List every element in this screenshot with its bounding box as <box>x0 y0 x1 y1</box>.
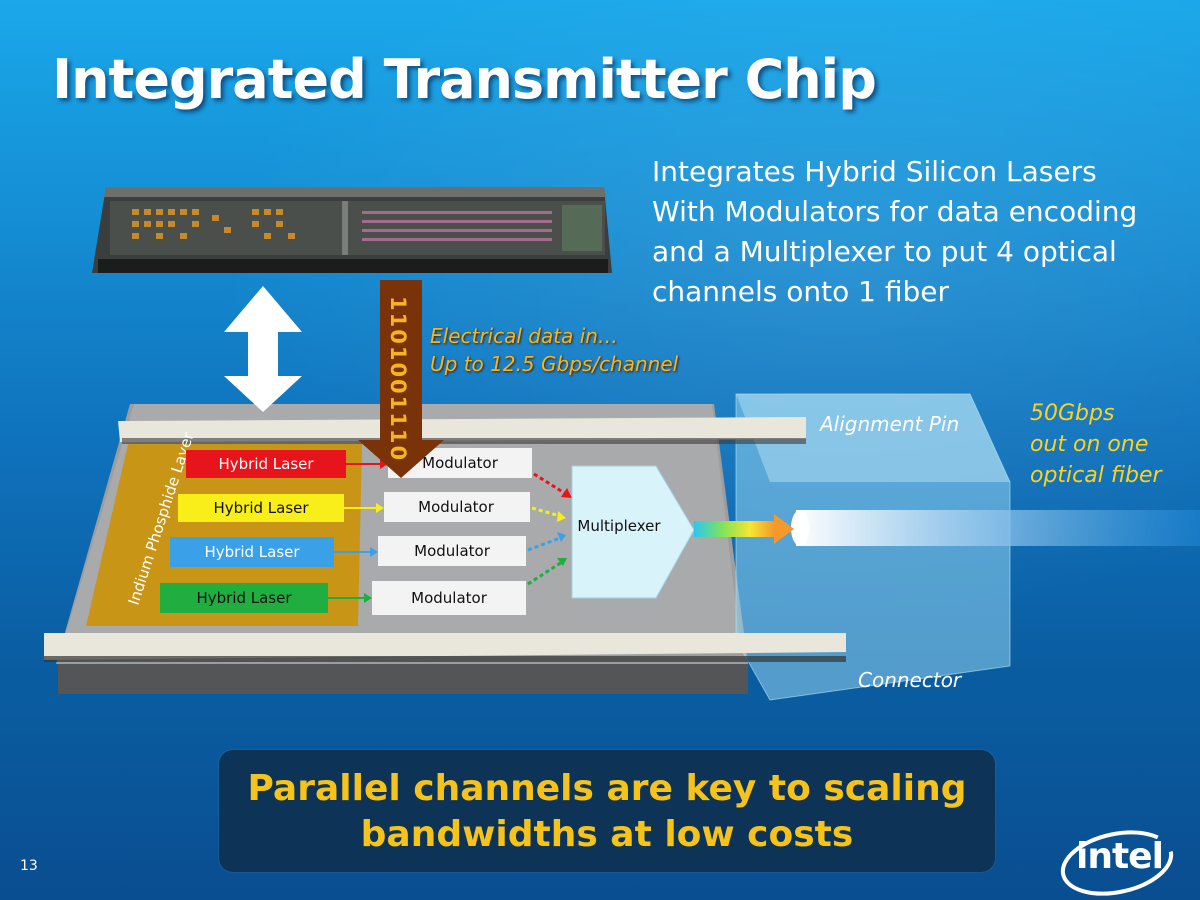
chip-photo <box>92 187 612 273</box>
fiber-end <box>791 510 809 546</box>
modulator-label: Modulator <box>414 542 491 560</box>
modulator-2 <box>384 492 530 522</box>
hybrid-laser-2 <box>178 494 344 522</box>
modulator-4 <box>372 581 526 615</box>
electrical-line: Electrical data in… <box>430 324 618 348</box>
description-line: channels onto 1 fiber <box>652 275 950 308</box>
hybrid-laser-label: Hybrid Laser <box>218 455 314 473</box>
double-arrow <box>224 286 302 412</box>
modulator-3 <box>378 536 526 566</box>
mux-arrowhead <box>557 558 567 566</box>
mux-arrowhead <box>557 532 566 542</box>
hybrid-laser-4 <box>160 583 328 613</box>
output-line: 50Gbps <box>1030 401 1115 426</box>
laser-arrows <box>328 459 388 603</box>
mux-arrowhead <box>561 488 572 498</box>
hybrid-laser-label: Hybrid Laser <box>213 499 309 517</box>
hybrid-laser-3 <box>170 537 334 567</box>
multiplexer-label: Multiplexer <box>577 517 661 535</box>
connector-top <box>736 394 1010 482</box>
data-bits: 1101001110 <box>386 296 410 463</box>
intel-logo: intel <box>1076 836 1164 877</box>
description-line: With Modulators for data encoding <box>652 195 1138 228</box>
modulator-label: Modulator <box>422 454 499 472</box>
alignment-pin-bottom-shadow <box>44 656 846 662</box>
modulator-label: Modulator <box>418 498 495 516</box>
chip-base-shadow <box>58 660 748 694</box>
description-line: and a Multiplexer to put 4 optical <box>652 235 1117 268</box>
description-line: Integrates Hybrid Silicon Lasers <box>652 155 1097 188</box>
alignment-pin-bottom <box>44 633 846 660</box>
alignment-pin-top <box>118 417 806 442</box>
modulator-label: Modulator <box>411 589 488 607</box>
multiplexer <box>571 465 695 599</box>
intel-logo-swoosh <box>1060 830 1174 896</box>
slide-number: 13 <box>20 858 38 874</box>
electrical-line: Up to 12.5 Gbps/channel <box>430 352 679 376</box>
slide-description: Integrates Hybrid Silicon Lasers With Mo… <box>652 152 1172 312</box>
alignment-pin-label: Alignment Pin <box>820 412 960 436</box>
slide-title: Integrated Transmitter Chip <box>52 48 877 111</box>
hybrid-laser-1 <box>186 450 346 478</box>
hybrid-laser-label: Hybrid Laser <box>196 589 292 607</box>
mux-input-arrows <box>527 472 567 586</box>
output-beam-arrowhead <box>774 514 794 544</box>
connector-label: Connector <box>858 668 962 692</box>
electrical-data-label: Electrical data in… Up to 12.5 Gbps/chan… <box>430 322 678 378</box>
output-line: optical fiber <box>1030 463 1162 488</box>
optical-fiber <box>796 510 1200 546</box>
output-line: out on one <box>1030 432 1149 457</box>
mux-arrowhead <box>557 511 566 522</box>
key-message-line: Parallel channels are key to scaling <box>247 768 967 809</box>
key-message: Parallel channels are key to scaling ban… <box>219 766 995 858</box>
output-beam <box>694 521 774 537</box>
hybrid-laser-label: Hybrid Laser <box>204 543 300 561</box>
data-in-arrow <box>358 280 444 478</box>
key-message-line: bandwidths at low costs <box>360 814 854 855</box>
indium-phosphide-layer <box>86 444 362 626</box>
key-message-box: Parallel channels are key to scaling ban… <box>219 750 995 872</box>
output-label: 50Gbps out on one optical fiber <box>1030 398 1162 491</box>
alignment-pin-top-shadow <box>122 438 806 444</box>
